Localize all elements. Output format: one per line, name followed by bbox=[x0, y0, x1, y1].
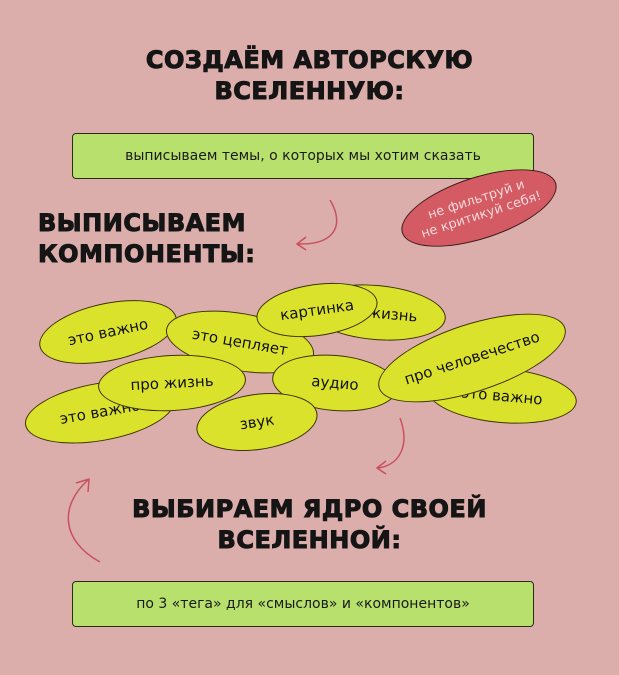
section3-title: ВЫБИРАЕМ ЯДРО СВОЕЙ ВСЕЛЕННОЙ: bbox=[0, 494, 619, 556]
title-line: ВСЕЛЕННУЮ: bbox=[214, 77, 405, 106]
topics-box: выписываем темы, о которых мы хотим сказ… bbox=[72, 133, 534, 179]
section2-title: ВЫПИСЫВАЕМ КОМПОНЕНТЫ: bbox=[37, 208, 256, 270]
title-line: ВЫПИСЫВАЕМ bbox=[37, 209, 246, 238]
arrowhead bbox=[75, 477, 90, 493]
arrow-to-components bbox=[297, 199, 338, 245]
arrowhead bbox=[295, 236, 307, 251]
arrow-loop-back bbox=[67, 479, 101, 563]
arrow-to-core bbox=[377, 417, 405, 469]
title-line: ВЫБИРАЕМ ЯДРО СВОЕЙ bbox=[132, 495, 487, 524]
section1-title: СОЗДАЁМ АВТОРСКУЮ ВСЕЛЕННУЮ: bbox=[0, 45, 619, 107]
title-line: СОЗДАЁМ АВТОРСКУЮ bbox=[145, 46, 474, 75]
arrowhead bbox=[375, 460, 387, 475]
title-line: ВСЕЛЕННОЙ: bbox=[217, 526, 402, 555]
title-line: КОМПОНЕНТЫ: bbox=[37, 240, 256, 269]
core-box: по 3 «тега» для «смыслов» и «компонентов… bbox=[72, 581, 534, 627]
